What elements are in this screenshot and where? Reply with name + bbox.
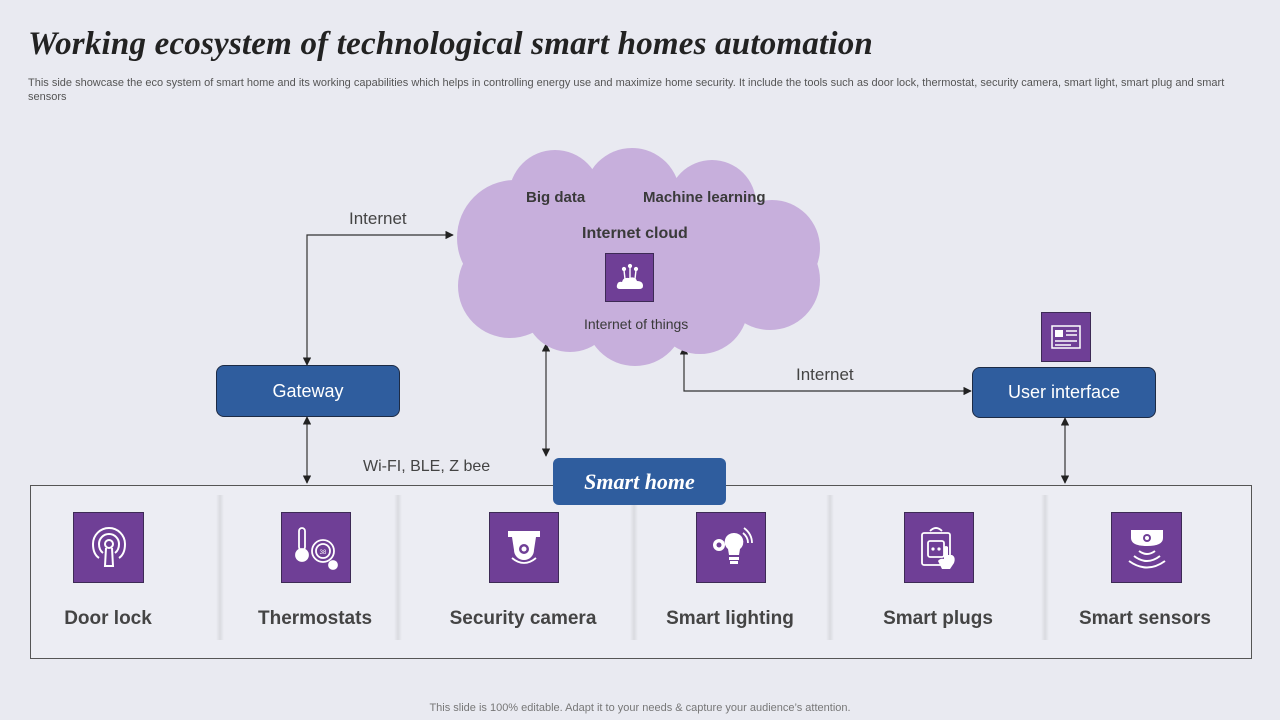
internet-label-right: Internet (796, 365, 854, 384)
cloud-big-data: Big data (526, 189, 586, 206)
smart-plug-icon (904, 512, 974, 583)
security-camera-icon (489, 512, 559, 583)
footer-note: This slide is 100% editable. Adapt it to… (429, 702, 851, 714)
page-title: Working ecosystem of technological smart… (28, 26, 873, 62)
cloud-ui-connector (679, 346, 972, 396)
gateway-node[interactable]: Gateway (216, 365, 400, 417)
device-label-smart-sensors: Smart sensors (1078, 608, 1211, 629)
svg-text:38: 38 (320, 550, 327, 556)
thermostat-icon: 38 (281, 512, 351, 583)
door-lock-icon (73, 512, 144, 583)
cloud-title: Internet cloud (582, 225, 688, 242)
smart-home-panel (30, 485, 1252, 659)
device-label-smart-plugs: Smart plugs (883, 608, 993, 629)
dashboard-icon (1041, 312, 1091, 362)
device-label-door-lock: Door lock (64, 608, 152, 629)
device-divider (216, 495, 224, 640)
device-label-thermostats: Thermostats (257, 608, 373, 629)
device-label-security-camera: Security camera (449, 608, 597, 629)
device-label-smart-lighting: Smart lighting (666, 608, 794, 629)
device-divider (1041, 495, 1049, 640)
cloud-shape (457, 148, 820, 366)
internet-cloud: Big data Machine learning Internet cloud… (450, 148, 826, 370)
cloud-iot-icon (605, 253, 654, 302)
page-subtitle: This side showcase the eco system of sma… (28, 77, 1225, 103)
device-divider (826, 495, 834, 640)
smart-bulb-icon (696, 512, 766, 583)
sensor-icon (1111, 512, 1182, 583)
user-interface-node[interactable]: User interface (972, 367, 1156, 418)
smart-home-label: Smart home (553, 458, 726, 505)
cloud-machine-learning: Machine learning (643, 189, 766, 206)
internet-label-left: Internet (349, 209, 407, 228)
gateway-cloud-connector (302, 230, 454, 366)
device-divider (394, 495, 402, 640)
device-divider (630, 495, 638, 640)
cloud-iot-label: Internet of things (584, 316, 689, 332)
protocols-label: Wi-FI, BLE, Z bee (363, 458, 491, 475)
